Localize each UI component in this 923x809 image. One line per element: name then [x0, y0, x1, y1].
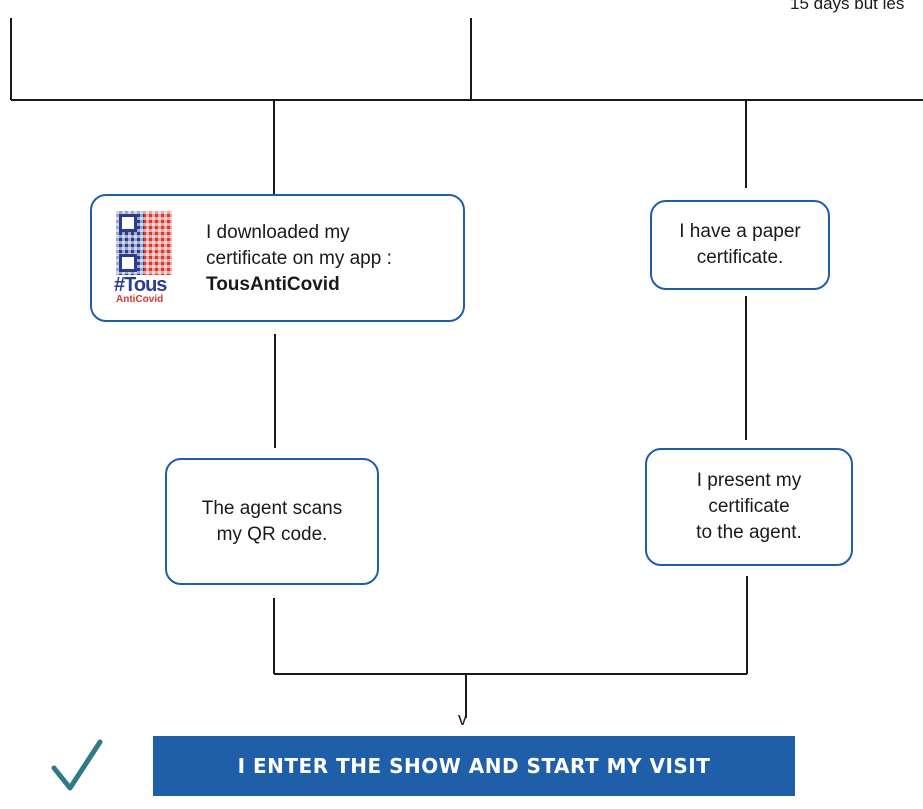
- scan-node-line-1: The agent scans: [201, 497, 343, 519]
- banner-text: I ENTER THE SHOW AND START MY VISIT: [237, 754, 711, 778]
- paper-node-line-1: I have a paper: [679, 221, 801, 242]
- paper-node-line-2: certificate.: [696, 247, 784, 268]
- arrowhead-down: v: [458, 709, 467, 729]
- logo-brand-text: #Tous: [114, 274, 167, 296]
- node-paper-certificate: I have a paper certificate.: [650, 200, 830, 290]
- tousanticovid-logo: #Tous AntiCovid: [114, 211, 174, 307]
- node-app-certificate: #Tous AntiCovid I downloaded my certific…: [90, 194, 465, 322]
- scan-node-line-2: my QR code.: [216, 523, 328, 545]
- app-node-line-1: I downloaded my: [206, 222, 350, 243]
- enter-show-banner: I ENTER THE SHOW AND START MY VISIT: [153, 736, 795, 796]
- checkmark-icon: [51, 739, 103, 791]
- present-node-line-2: certificate: [708, 496, 790, 517]
- present-node-line-1: I present my: [696, 470, 802, 491]
- top-note-text: 15 days but les: [790, 0, 905, 13]
- present-node-line-3: to the agent.: [696, 522, 802, 543]
- app-node-app-name: TousAntiCovid: [206, 274, 340, 295]
- app-node-text: I downloaded my certificate on my app : …: [206, 220, 392, 298]
- app-node-line-2: certificate on my app :: [206, 248, 392, 269]
- qr-code-icon: [116, 211, 172, 275]
- node-agent-scans: The agent scans my QR code.: [165, 458, 379, 585]
- logo-sub-text: AntiCovid: [116, 294, 164, 305]
- node-present-certificate: I present my certificate to the agent.: [645, 448, 853, 566]
